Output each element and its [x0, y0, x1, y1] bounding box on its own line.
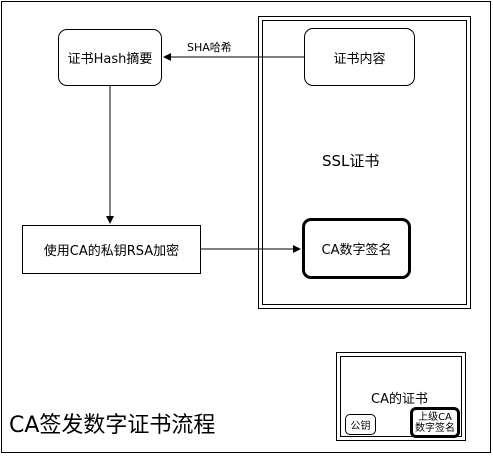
public-key-node: 公钥	[345, 414, 376, 435]
rsa-encrypt-label: 使用CA的私钥RSA加密	[43, 244, 180, 259]
ca-cert-container-inner	[340, 356, 462, 437]
ca-cert-title: CA的证书	[371, 392, 428, 407]
upper-ca-signature-line1: 上级CA	[418, 411, 452, 423]
ssl-cert-container	[258, 16, 471, 309]
rsa-encrypt-node: 使用CA的私钥RSA加密	[22, 225, 201, 274]
ca-signature-node: CA数字签名	[302, 218, 411, 279]
upper-ca-signature-line2: 数字签名	[415, 422, 455, 434]
cert-hash-label: 证书Hash摘要	[67, 52, 153, 67]
diagram-title: CA签发数字证书流程	[9, 413, 216, 438]
sha-hash-label: SHA哈希	[187, 41, 232, 54]
ssl-cert-label: SSL证书	[322, 152, 380, 170]
ssl-cert-container-inner	[262, 20, 467, 305]
ca-cert-container	[336, 352, 466, 441]
public-key-label: 公钥	[350, 421, 371, 432]
cert-content-node: 证书内容	[304, 28, 415, 86]
upper-ca-signature-node: 上级CA 数字签名	[410, 407, 460, 438]
cert-hash-node: 证书Hash摘要	[58, 29, 162, 86]
ca-signature-label: CA数字签名	[321, 243, 392, 258]
cert-content-label: 证书内容	[333, 51, 386, 67]
